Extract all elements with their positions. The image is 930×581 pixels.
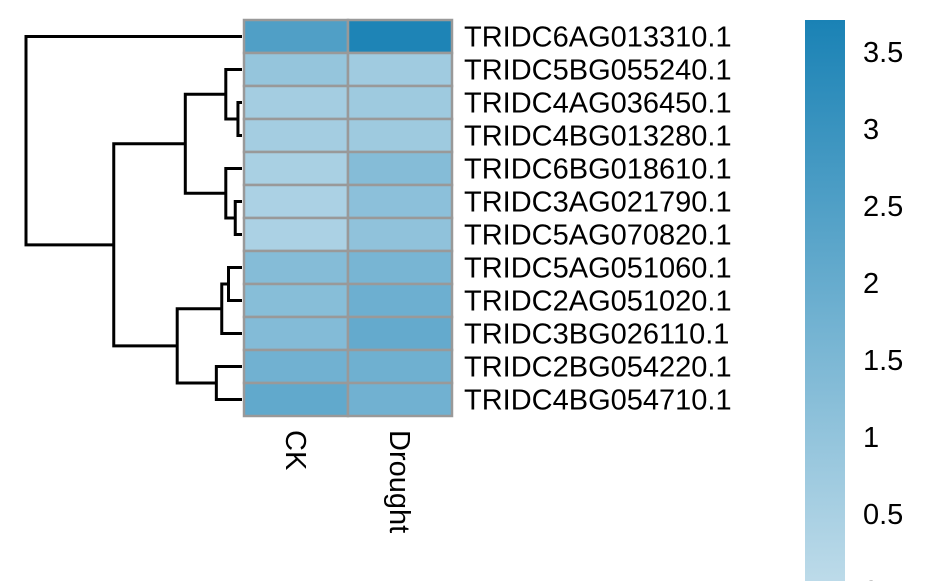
legend-tick-label: 2.5 [863,191,903,223]
heatmap-cell [346,51,454,88]
dendrogram-link [183,92,226,195]
heatmap-cell [346,150,454,187]
legend-tick-label: 3.5 [863,37,903,69]
legend-tick-label: 3 [863,114,879,146]
color-scale-ticks: 0 0.5 1 1.5 2 2.5 3 3.5 [863,37,903,581]
heatmap-cell [242,381,350,418]
dendrogram-link [112,142,186,348]
heatmap-cell [242,249,350,286]
heatmap-cell [242,348,350,385]
row-label: TRIDC6AG013310.1 [464,22,732,54]
heatmap-cell [242,282,350,319]
heatmap-cell [346,84,454,121]
heatmap-cell [242,117,350,154]
row-label: TRIDC3AG021790.1 [464,187,732,219]
row-label: TRIDC3BG026110.1 [464,319,729,351]
heatmap-cell [346,216,454,253]
legend-tick-label: 1.5 [863,345,903,377]
dendrogram-link [233,200,242,236]
heatmap-cell [346,117,454,154]
dendrogram-link [224,68,242,121]
column-label: CK [279,430,311,471]
row-label: TRIDC2BG054220.1 [464,352,732,384]
heatmap-cell [346,381,454,418]
dendrogram-link [220,282,242,335]
row-label: TRIDC5BG055240.1 [464,55,732,87]
heatmap-cell [242,150,350,187]
dendrogram-link [24,35,242,247]
heatmap-cell [242,84,350,121]
row-labels: TRIDC6AG013310.1TRIDC5BG055240.1TRIDC4AG… [464,22,732,417]
legend-tick-label: 2 [863,268,879,300]
column-labels: CK Drought [279,430,415,533]
heatmap-cells [242,18,454,418]
row-label: TRIDC5AG070820.1 [464,220,732,252]
legend-tick-label: 0 [863,576,879,581]
heatmap-cell [346,18,454,55]
row-label: TRIDC4AG036450.1 [464,88,732,120]
dendrogram-link [227,266,242,302]
legend-tick-label: 1 [863,422,879,454]
heatmap-cell [242,216,350,253]
color-scale-bar [805,20,845,581]
dendrogram-link [236,101,242,137]
column-label: Drought [383,430,415,533]
row-dendrogram [24,35,242,401]
color-legend: 0 0.5 1 1.5 2 2.5 3 3.5 [805,20,903,581]
heatmap-cell [346,348,454,385]
row-label: TRIDC4BG013280.1 [464,121,732,153]
heatmap-cell [346,183,454,220]
dendrogram-link [214,365,242,401]
heatmap-cell [346,249,454,286]
row-label: TRIDC5AG051060.1 [464,253,732,285]
heatmap-cell [242,51,350,88]
row-label: TRIDC4BG054710.1 [464,385,732,417]
legend-tick-label: 0.5 [863,499,903,531]
row-label: TRIDC2AG051020.1 [464,286,732,318]
heatmap-cell [346,282,454,319]
heatmap-cell [242,183,350,220]
row-label: TRIDC6BG018610.1 [464,154,732,186]
heatmap-cell [346,315,454,352]
heatmap-cell [242,18,350,55]
heatmap-cell [242,315,350,352]
